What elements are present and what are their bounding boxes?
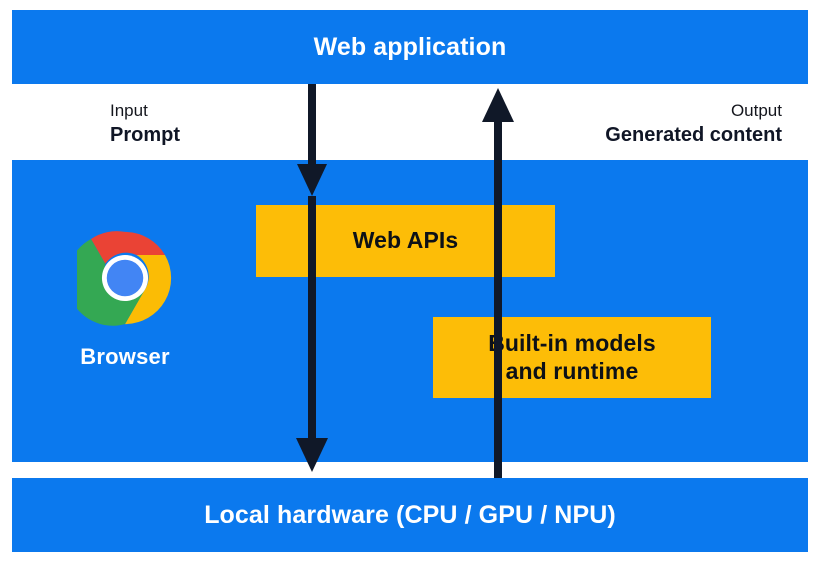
band-local-hardware-label: Local hardware (CPU / GPU / NPU) (204, 500, 616, 529)
input-kind-label: Input (110, 101, 148, 120)
built-in-models-line1: Built-in models (488, 330, 656, 357)
band-web-application-label: Web application (313, 32, 507, 61)
output-label-group: Output Generated content (605, 100, 782, 148)
output-value-label: Generated content (605, 123, 782, 146)
chrome-logo-icon (77, 231, 172, 326)
output-kind-label: Output (730, 101, 782, 120)
input-value-label: Prompt (110, 123, 180, 146)
browser-caption-label: Browser (80, 344, 170, 369)
band-web-application: Web application (12, 10, 808, 84)
built-in-models-box-label: Built-in models and runtime (488, 330, 656, 384)
web-apis-box-label: Web APIs (352, 227, 459, 254)
web-apis-box: Web APIs (256, 205, 555, 277)
built-in-models-line2: and runtime (505, 357, 639, 384)
built-in-models-box: Built-in models and runtime (433, 317, 711, 398)
input-label-group: Input Prompt (110, 100, 180, 148)
band-local-hardware: Local hardware (CPU / GPU / NPU) (12, 478, 808, 552)
browser-block: Browser (60, 230, 190, 370)
